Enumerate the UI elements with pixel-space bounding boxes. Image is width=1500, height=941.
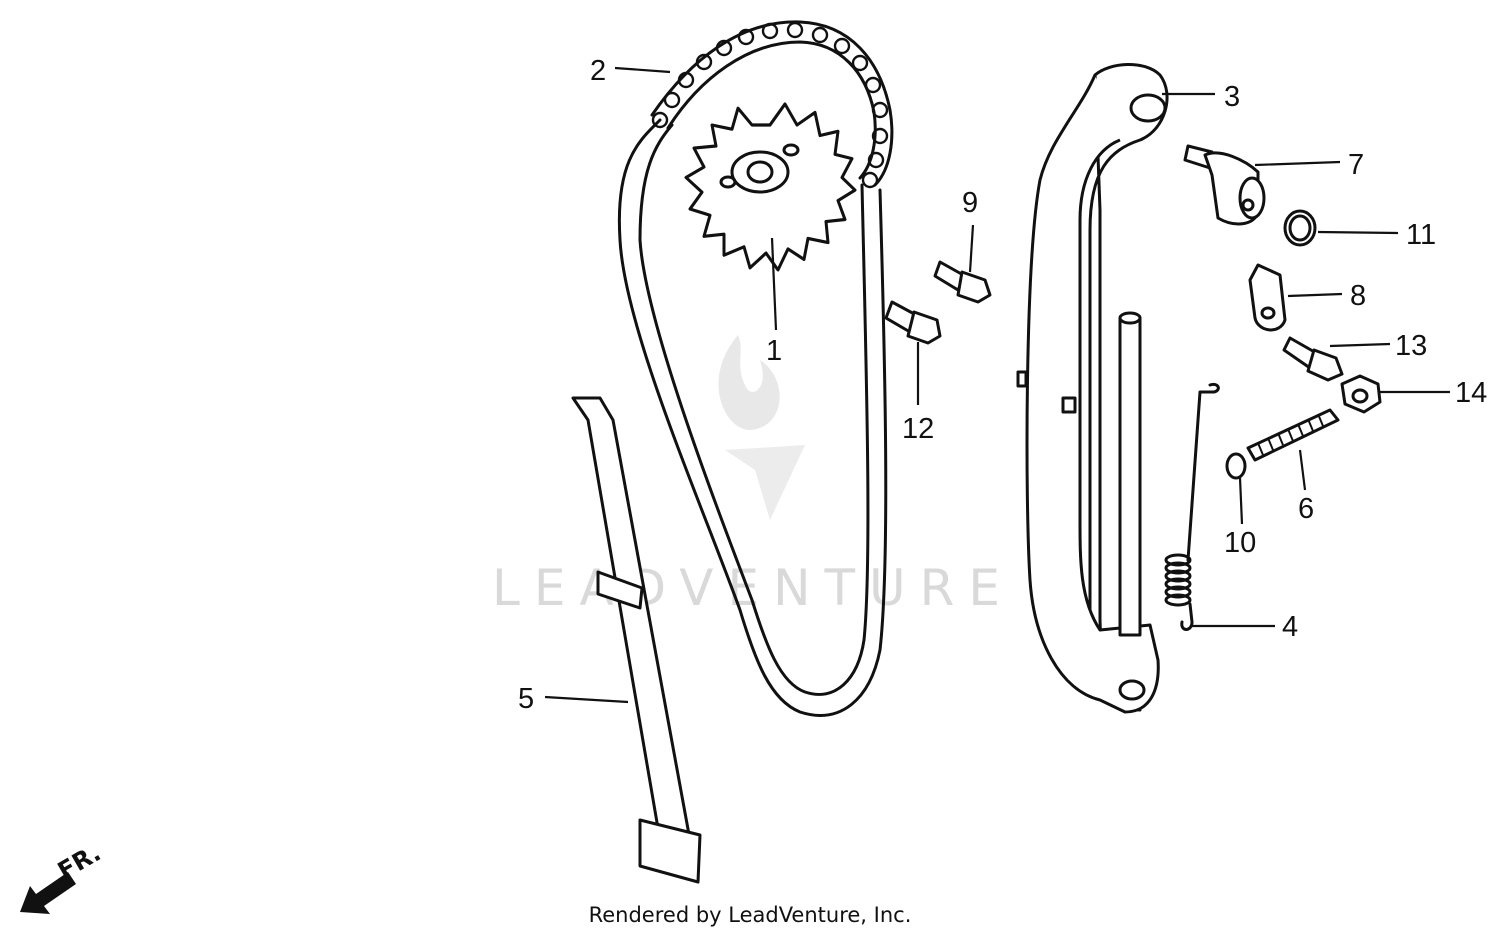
washer-10 (1225, 452, 1247, 480)
o-ring (1283, 209, 1317, 247)
cam-sprocket (684, 102, 857, 272)
callout-12: 12 (902, 413, 934, 445)
front-arrow-icon (20, 872, 76, 914)
render-credit: Rendered by LeadVenture, Inc. (588, 903, 912, 927)
callout-7: 7 (1348, 149, 1364, 181)
callout-11: 11 (1406, 219, 1436, 251)
watermark-text: LEADVENTURE (492, 559, 1014, 617)
stud-bolt-6 (1246, 408, 1340, 462)
nut-14 (1340, 374, 1382, 414)
callout-6: 6 (1298, 493, 1314, 525)
watermark: LEADVENTURE (492, 335, 1014, 617)
callout-14: 14 (1455, 377, 1487, 409)
bolt-9 (933, 260, 992, 304)
tensioner-arm (1016, 63, 1169, 714)
callout-3: 3 (1224, 81, 1240, 113)
watermark-v-icon (725, 445, 805, 520)
cam-chain (617, 20, 894, 717)
callout-4: 4 (1282, 611, 1298, 643)
callout-9: 9 (962, 187, 978, 219)
callouts: 1 2 3 4 5 6 7 8 9 10 11 12 13 14 (518, 55, 1487, 715)
callout-2: 2 (590, 55, 606, 87)
callout-8: 8 (1350, 280, 1366, 312)
callout-5: 5 (518, 683, 534, 715)
callout-13: 13 (1395, 330, 1427, 362)
cam-chain-guide (571, 396, 702, 884)
bolt-12 (884, 300, 942, 345)
callout-1: 1 (766, 335, 782, 367)
tensioner-rod (1118, 311, 1142, 637)
tensioner-plunger (1183, 144, 1266, 226)
tensioner-spring (1164, 382, 1220, 631)
watermark-flame-icon (718, 335, 780, 430)
callout-10: 10 (1224, 527, 1256, 559)
stopper-plate (1248, 263, 1287, 332)
o-ring-inner (1288, 214, 1312, 242)
leader-lines (544, 66, 1450, 704)
bolt-13 (1282, 336, 1344, 382)
